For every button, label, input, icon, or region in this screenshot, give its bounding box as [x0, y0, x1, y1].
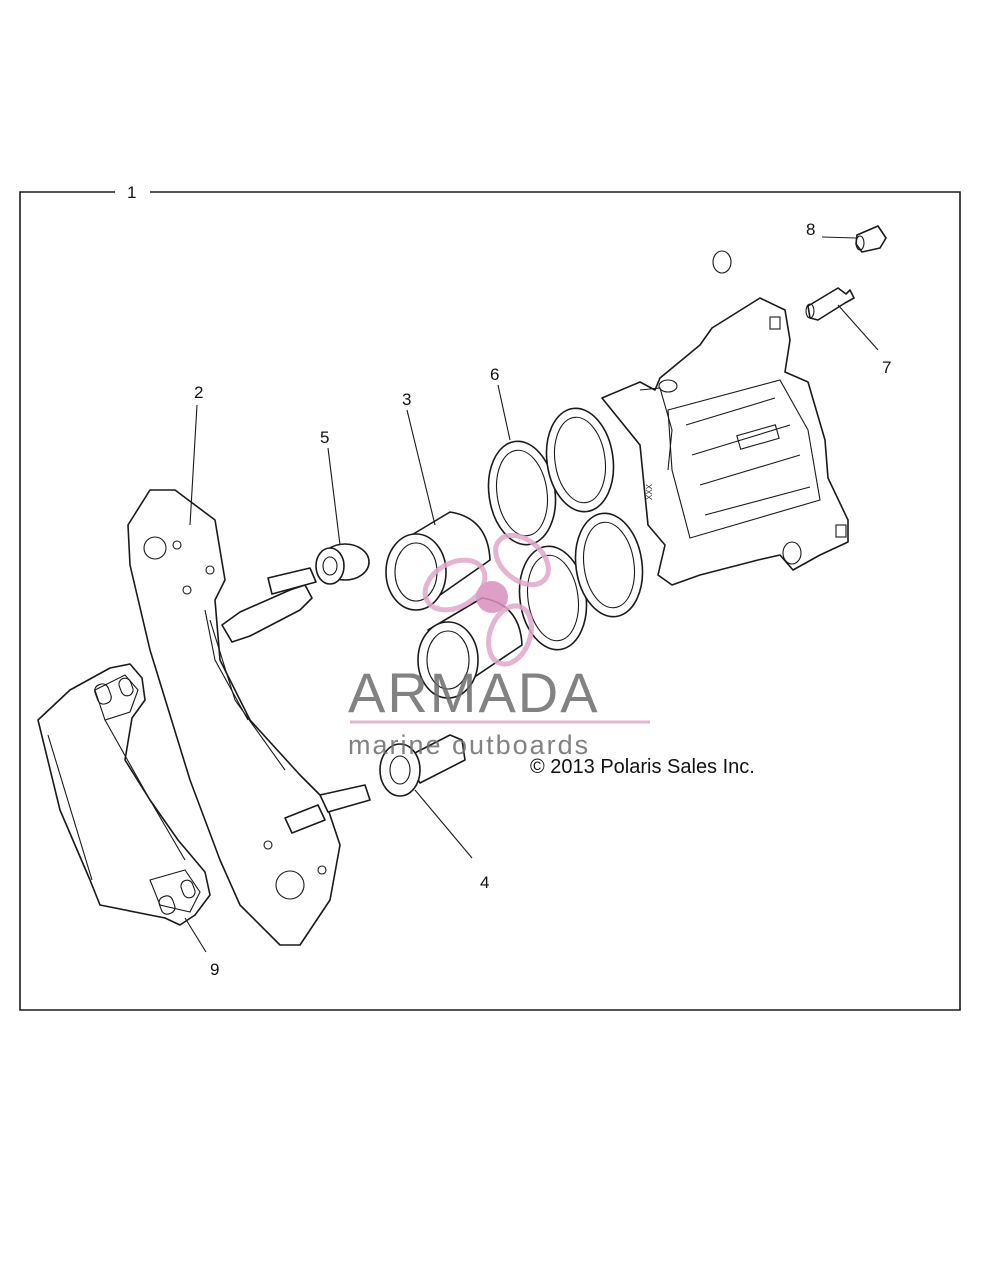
seal-ring-part-6: 6 [487, 365, 644, 651]
callout-7: 7 [882, 358, 891, 377]
copyright-notice: © 2013 Polaris Sales Inc. [530, 756, 755, 778]
bleeder-screw-part-7: 7 [805, 287, 891, 377]
piston-part-3: 3 [385, 390, 523, 699]
callout-3: 3 [402, 390, 411, 409]
callout-8: 8 [806, 220, 815, 239]
caliper-marking: XXX [645, 483, 654, 500]
callout-4: 4 [480, 873, 489, 892]
caliper-body: XXX [601, 250, 849, 586]
callout-5: 5 [320, 428, 329, 447]
callout-1: 1 [127, 183, 136, 202]
propeller-logo-icon [422, 532, 551, 667]
watermark-brand: ARMADA [348, 661, 600, 724]
watermark-tagline: marine outboards [348, 730, 590, 760]
callout-2: 2 [194, 383, 203, 402]
caliper-bracket-part-2: 2 [127, 383, 371, 946]
bushing-part-4: 4 [379, 734, 489, 892]
armada-watermark: ARMADA marine outboards [348, 532, 650, 760]
brake-pad-part-9: 9 [37, 663, 219, 979]
bleeder-cap-part-8: 8 [806, 220, 887, 253]
callout-6: 6 [490, 365, 499, 384]
assembly-frame: 1 [19, 183, 961, 1011]
bushing-part-5: 5 [315, 428, 370, 585]
callout-9: 9 [210, 960, 219, 979]
